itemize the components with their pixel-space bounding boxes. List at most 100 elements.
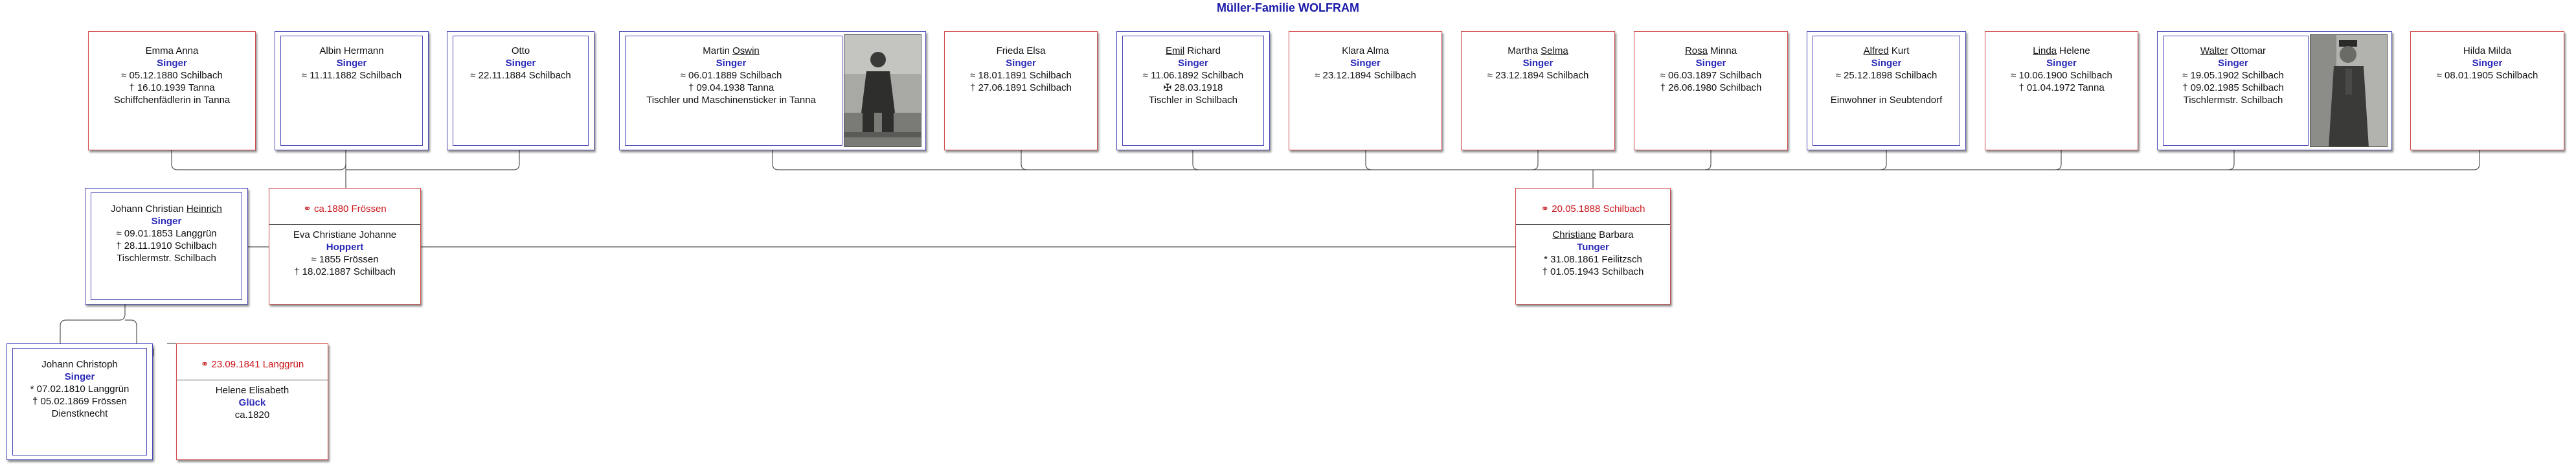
marriage-info: ⚭ 23.09.1841 Langgrün bbox=[200, 359, 304, 370]
first-name: Hilda Milda bbox=[2463, 45, 2512, 56]
person-text: Hilda Milda Singer ≈ 08.01.1905 Schilbac… bbox=[2411, 45, 2564, 82]
call-name: Rosa bbox=[1684, 45, 1708, 56]
first-name: Frieda Elsa bbox=[996, 45, 1046, 56]
surname: Tunger bbox=[1577, 242, 1609, 253]
person-card-albin-hermann[interactable]: Albin Hermann Singer ≈ 11.11.1882 Schilb… bbox=[275, 31, 429, 150]
person-text: Christiane Barbara Tunger * 31.08.1861 F… bbox=[1516, 229, 1670, 278]
call-name: Heinrich bbox=[186, 203, 222, 214]
call-name: Selma bbox=[1541, 45, 1568, 56]
spouse-card-christiane-barbara[interactable]: ⚭ 20.05.1888 Schilbach Christiane Barbar… bbox=[1515, 188, 1671, 305]
life-line: ≈ 25.12.1898 Schilbach bbox=[1835, 70, 1938, 81]
card-inner-frame bbox=[280, 36, 423, 146]
call-name: Christiane bbox=[1552, 229, 1596, 240]
person-text: Linda Helene Singer ≈ 10.06.1900 Schilba… bbox=[1985, 45, 2138, 94]
person-card-walter-ottomar[interactable]: Walter Ottomar Singer ≈ 19.05.1902 Schil… bbox=[2157, 31, 2392, 150]
card-inner-frame bbox=[1813, 36, 1960, 146]
life-line: ≈ 05.12.1880 Schilbach bbox=[121, 70, 223, 81]
person-text: Frieda Elsa Singer ≈ 18.01.1891 Schilbac… bbox=[945, 45, 1097, 94]
person-card-emma-anna[interactable]: Emma Anna Singer ≈ 05.12.1880 Schilbach … bbox=[88, 31, 256, 150]
surname: Singer bbox=[2046, 58, 2077, 69]
first-name-rest: Barbara bbox=[1596, 229, 1634, 240]
spouse-card-helene-elisabeth[interactable]: ⚭ 23.09.1841 Langgrün Helene Elisabeth G… bbox=[176, 343, 328, 460]
life-line: * 31.08.1861 Feilitzsch bbox=[1544, 254, 1642, 265]
life-line: † 09.02.1985 Schilbach bbox=[2182, 82, 2284, 93]
life-line: ≈ 19.05.1902 Schilbach bbox=[2182, 70, 2284, 81]
life-line: ≈ 08.01.1905 Schilbach bbox=[2436, 70, 2538, 81]
surname: Glück bbox=[238, 397, 266, 408]
family-title: Müller-Familie WOLFRAM bbox=[1217, 1, 1359, 14]
person-text: Emma Anna Singer ≈ 05.12.1880 Schilbach … bbox=[89, 45, 255, 106]
person-card-johann-christian-heinrich[interactable]: Johann Christian Heinrich Singer ≈ 09.01… bbox=[85, 188, 248, 305]
life-line: † 28.11.1910 Schilbach bbox=[116, 240, 217, 251]
portrait-photo[interactable] bbox=[2310, 34, 2388, 147]
surname: Singer bbox=[64, 371, 95, 382]
life-line: ≈ 1855 Frössen bbox=[311, 254, 379, 265]
person-text: Martin Oswin Singer ≈ 06.01.1889 Schilba… bbox=[620, 45, 842, 106]
occupation: Schiffchenfädlerin in Tanna bbox=[113, 95, 231, 106]
card-inner-frame bbox=[453, 36, 589, 146]
occupation: Dienstknecht bbox=[51, 408, 108, 419]
person-card-emil-richard[interactable]: Emil Richard Singer ≈ 11.06.1892 Schilba… bbox=[1116, 31, 1270, 150]
surname: Singer bbox=[157, 58, 187, 69]
first-name: Otto bbox=[511, 45, 530, 56]
person-card-frieda-elsa[interactable]: Frieda Elsa Singer ≈ 18.01.1891 Schilbac… bbox=[944, 31, 1098, 150]
first-name-rest: Helene bbox=[2057, 45, 2090, 56]
first-name: Emma Anna bbox=[145, 45, 199, 56]
person-text: Helene Elisabeth Glück ca.1820 bbox=[177, 384, 328, 421]
surname: Singer bbox=[151, 216, 182, 227]
first-name: Klara Alma bbox=[1342, 45, 1389, 56]
surname: Singer bbox=[1006, 58, 1036, 69]
call-name: Walter bbox=[2200, 45, 2228, 56]
surname: Singer bbox=[336, 58, 367, 69]
person-card-alfred-kurt[interactable]: Alfred Kurt Singer ≈ 25.12.1898 Schilbac… bbox=[1807, 31, 1966, 150]
person-card-martha-selma[interactable]: Martha Selma Singer ≈ 23.12.1894 Schilba… bbox=[1461, 31, 1615, 150]
life-line: ≈ 22.11.1884 Schilbach bbox=[470, 70, 571, 81]
life-line: ca.1820 bbox=[234, 410, 270, 421]
occupation: Einwohner in Seubtendorf bbox=[1830, 95, 1943, 106]
life-line: ≈ 11.11.1882 Schilbach bbox=[301, 70, 402, 81]
life-line: † 01.04.1972 Tanna bbox=[2018, 82, 2105, 93]
person-text: Walter Ottomar Singer ≈ 19.05.1902 Schil… bbox=[2158, 45, 2309, 106]
life-line: † 26.06.1980 Schilbach bbox=[1660, 82, 1762, 93]
person-card-rosa-minna[interactable]: Rosa Minna Singer ≈ 06.03.1897 Schilbach… bbox=[1634, 31, 1788, 150]
person-text: Johann Christoph Singer * 07.02.1810 Lan… bbox=[7, 358, 152, 420]
surname: Singer bbox=[1695, 58, 1726, 69]
surname: Singer bbox=[1871, 58, 1902, 69]
life-line: ≈ 09.01.1853 Langgrün bbox=[116, 228, 217, 239]
person-text: Otto Singer ≈ 22.11.1884 Schilbach bbox=[447, 45, 594, 82]
person-card-otto[interactable]: Otto Singer ≈ 22.11.1884 Schilbach bbox=[447, 31, 594, 150]
occupation: Tischlermstr. Schilbach bbox=[2183, 95, 2283, 106]
life-line: † 09.04.1938 Tanna bbox=[688, 82, 774, 93]
life-line: † 01.05.1943 Schilbach bbox=[1542, 266, 1644, 277]
surname: Hoppert bbox=[326, 242, 364, 253]
life-line: † 18.02.1887 Schilbach bbox=[294, 266, 396, 277]
first-name: Helene Elisabeth bbox=[215, 385, 289, 396]
person-card-klara-alma[interactable]: Klara Alma Singer ≈ 23.12.1894 Schilbach bbox=[1289, 31, 1442, 150]
first-name: Johann Christoph bbox=[41, 359, 118, 370]
person-text: Alfred Kurt Singer ≈ 25.12.1898 Schilbac… bbox=[1807, 45, 1965, 106]
card-inner-frame bbox=[91, 192, 242, 300]
person-card-martin-oswin[interactable]: Martin Oswin Singer ≈ 06.01.1889 Schilba… bbox=[619, 31, 926, 150]
person-card-hilda-milda[interactable]: Hilda Milda Singer ≈ 08.01.1905 Schilbac… bbox=[2410, 31, 2564, 150]
person-card-johann-christoph[interactable]: Johann Christoph Singer * 07.02.1810 Lan… bbox=[6, 343, 153, 460]
first-name: Johann Christian bbox=[111, 203, 186, 214]
occupation: Tischlermstr. Schilbach bbox=[117, 253, 216, 264]
portrait-photo[interactable] bbox=[844, 34, 921, 147]
life-line: ≈ 18.01.1891 Schilbach bbox=[970, 70, 1072, 81]
life-line: * 07.02.1810 Langgrün bbox=[30, 384, 130, 395]
person-text: Rosa Minna Singer ≈ 06.03.1897 Schilbach… bbox=[1634, 45, 1787, 94]
card-inner-frame bbox=[12, 348, 147, 456]
surname: Singer bbox=[1522, 58, 1554, 69]
person-card-linda-helene[interactable]: Linda Helene Singer ≈ 10.06.1900 Schilba… bbox=[1985, 31, 2138, 150]
call-name: Oswin bbox=[732, 45, 760, 56]
call-name: Linda bbox=[2033, 45, 2057, 56]
card-separator bbox=[269, 224, 420, 225]
occupation: Tischler und Maschinensticker in Tanna bbox=[646, 95, 816, 106]
spouse-card-eva-christiane-johanne[interactable]: ⚭ ca.1880 Frössen Eva Christiane Johanne… bbox=[269, 188, 421, 305]
life-line: ≈ 06.03.1897 Schilbach bbox=[1660, 70, 1762, 81]
surname: Singer bbox=[1350, 58, 1381, 69]
card-inner-frame bbox=[625, 36, 842, 146]
life-line: ≈ 23.12.1894 Schilbach bbox=[1487, 70, 1589, 81]
first-name-rest: Kurt bbox=[1888, 45, 1910, 56]
